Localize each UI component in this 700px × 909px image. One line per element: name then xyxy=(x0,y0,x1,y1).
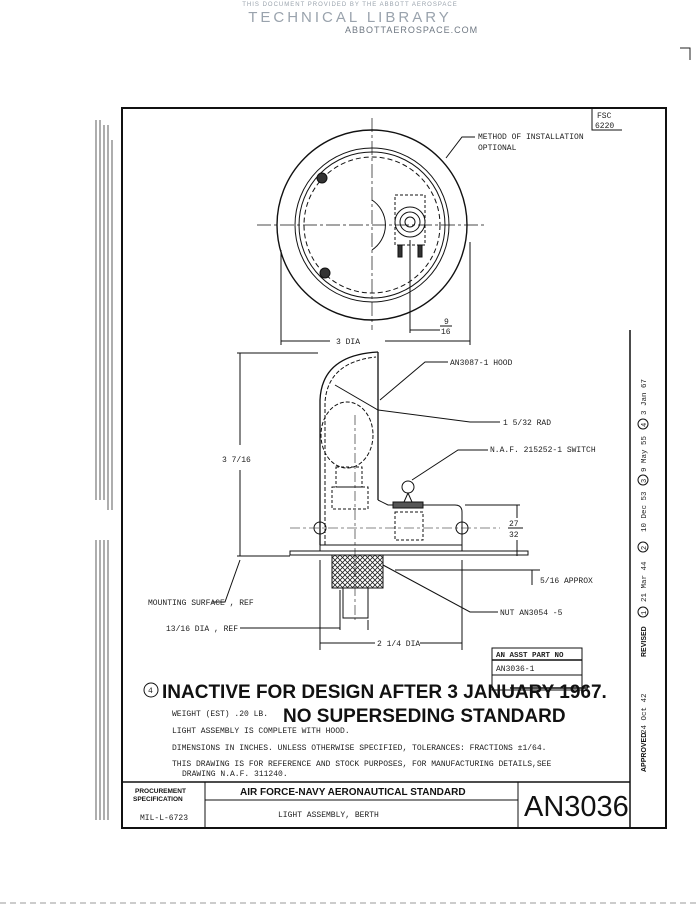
drawing-border xyxy=(121,107,667,829)
hood-label: AN3087-1 HOOD xyxy=(450,359,513,368)
revision-3-number: 3 xyxy=(641,479,649,483)
approved-date: 24 Oct 42 xyxy=(641,693,649,734)
procurement-label: PROCUREMENT xyxy=(135,788,186,795)
drawing-title: LIGHT ASSEMBLY, BERTH xyxy=(278,811,379,820)
revised-label: REVISED xyxy=(641,626,648,657)
revision-4-number: 4 xyxy=(641,423,649,427)
approx-label: 5/16 APPROX xyxy=(540,577,593,586)
note-reference: THIS DRAWING IS FOR REFERENCE AND STOCK … xyxy=(172,760,551,769)
part-table-value: AN3036-1 xyxy=(496,665,535,674)
revision-1-date: 21 Mar 44 xyxy=(641,561,649,602)
revision-marker-icon xyxy=(143,682,159,698)
revision-marker-number: 4 xyxy=(148,687,153,696)
stem-dia-label: 13/16 DIA , REF xyxy=(166,625,238,634)
part-table-header: AN ASST PART NO xyxy=(496,652,564,660)
offset-numerator: 9 xyxy=(444,318,449,327)
side-view xyxy=(212,351,540,650)
note-drawing: DRAWING N.A.F. 311240. xyxy=(182,770,288,779)
revision-4-date: 3 Jan 67 xyxy=(641,379,649,415)
fsc-label: FSC xyxy=(597,112,612,121)
base-dia-label: 2 1/4 DIA xyxy=(377,640,420,649)
approved-label: APPROVED xyxy=(641,733,648,772)
revision-strip: APPROVED 24 Oct 42 REVISED 1 21 Mar 44 2… xyxy=(637,379,649,772)
drawing-number: AN3036 xyxy=(524,791,629,823)
offset-denominator: 16 xyxy=(441,328,451,337)
nut-label: NUT AN3054 -5 xyxy=(500,609,563,618)
top-view xyxy=(257,118,485,345)
base-height-denominator: 32 xyxy=(509,531,519,540)
inactive-notice: INACTIVE FOR DESIGN AFTER 3 JANUARY 1967… xyxy=(162,682,607,703)
installation-note-optional: OPTIONAL xyxy=(478,144,517,153)
margin-notes xyxy=(95,120,113,820)
procurement-spec: MIL-L-6723 xyxy=(140,814,188,823)
radius-label: 1 5/32 RAD xyxy=(503,419,551,428)
watermark-line-1: THIS DOCUMENT PROVIDED BY THE ABBOTT AER… xyxy=(242,2,458,8)
installation-note: METHOD OF INSTALLATION xyxy=(478,133,584,142)
top-dia-label: 3 DIA xyxy=(336,338,360,347)
no-superseding-notice: NO SUPERSEDING STANDARD xyxy=(283,706,566,727)
specification-label: SPECIFICATION xyxy=(133,796,183,803)
switch-label: N.A.F. 215252-1 SWITCH xyxy=(490,446,596,455)
revision-3-date: 9 May 55 xyxy=(641,435,649,472)
part-number-table: AN ASST PART NO AN3036-1 xyxy=(491,647,583,691)
corner-mark xyxy=(680,47,691,60)
fsc-value: 6220 xyxy=(595,122,614,131)
fsc-box: FSC 6220 xyxy=(591,108,622,131)
base-height-numerator: 27 xyxy=(509,520,519,529)
note-weight: WEIGHT (EST) .20 LB. xyxy=(172,710,268,719)
height-label: 3 7/16 xyxy=(222,456,251,465)
standard-name: AIR FORCE-NAVY AERONAUTICAL STANDARD xyxy=(240,787,466,798)
note-complete: LIGHT ASSEMBLY IS COMPLETE WITH HOOD. xyxy=(172,727,350,736)
revision-2-number: 2 xyxy=(641,546,649,550)
revision-1-number: 1 xyxy=(641,611,649,615)
note-tolerances: DIMENSIONS IN INCHES. UNLESS OTHERWISE S… xyxy=(172,744,546,753)
watermark-url: ABBOTTAEROSPACE.COM xyxy=(345,25,479,35)
watermark-title: TECHNICAL LIBRARY xyxy=(248,9,452,26)
revision-2-date: 10 Dec 53 xyxy=(641,491,649,532)
title-block: PROCUREMENT SPECIFICATION MIL-L-6723 AIR… xyxy=(122,330,631,828)
mounting-surface-label: MOUNTING SURFACE , REF xyxy=(148,599,254,608)
